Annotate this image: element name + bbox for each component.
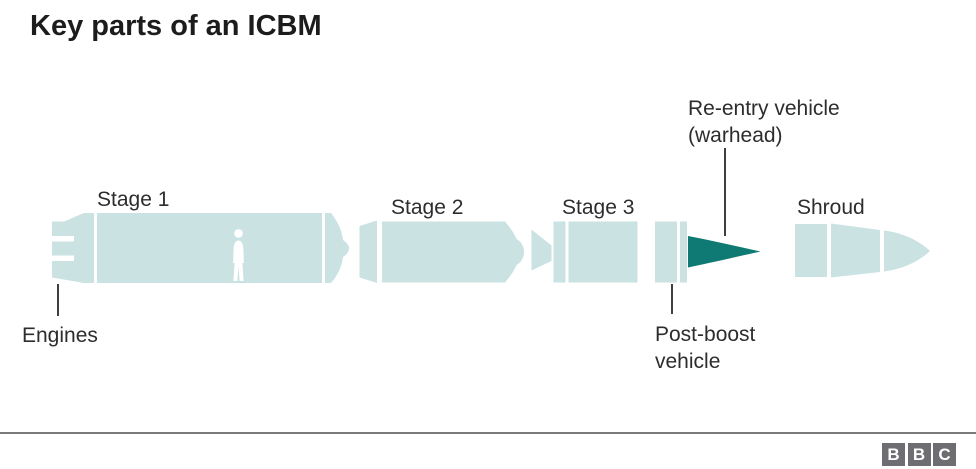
label-reentry-line1: Re-entry vehicle: [688, 97, 840, 120]
engine-cluster-shape: [52, 213, 94, 283]
label-shroud: Shroud: [797, 196, 865, 219]
post-boost-vehicle-ring: [680, 221, 687, 283]
stage3-body-shape: [568, 221, 638, 283]
bbc-logo-block-1: B: [882, 443, 905, 466]
label-reentry-vehicle: Re-entry vehicle (warhead): [688, 95, 840, 149]
shroud-mid-shape: [831, 223, 880, 278]
stage1-dome-shape: [325, 213, 349, 283]
reentry-vehicle-cone: [688, 236, 761, 268]
label-stage2: Stage 2: [391, 196, 464, 219]
shroud-base-shape: [795, 224, 827, 277]
footer-divider: [0, 432, 976, 434]
stage3-band-shape: [553, 221, 566, 283]
shroud-nose-shape: [884, 230, 930, 272]
label-post-boost: Post-boost vehicle: [655, 321, 755, 375]
engine-notch-bottom: [48, 255, 74, 261]
label-stage1: Stage 1: [97, 188, 170, 211]
stage1-body-shape: [97, 213, 322, 283]
label-engines: Engines: [22, 324, 98, 347]
label-postboost-line1: Post-boost: [655, 323, 756, 346]
bbc-logo-block-2: B: [907, 443, 931, 466]
bbc-logo-block-3: C: [933, 443, 956, 466]
label-postboost-line2: vehicle: [655, 350, 721, 373]
engine-notch-top: [48, 236, 74, 242]
bbc-logo: B B C: [882, 443, 956, 466]
post-boost-vehicle-shape: [655, 221, 677, 283]
label-reentry-line2: (warhead): [688, 124, 783, 147]
interstage-adapter-shape: [359, 220, 377, 283]
stage2-body-shape: [382, 221, 524, 283]
page-title: Key parts of an ICBM: [30, 10, 322, 42]
human-silhouette: [233, 229, 244, 281]
label-stage3: Stage 3: [562, 196, 635, 219]
stage3-nozzle-shape: [531, 229, 552, 271]
